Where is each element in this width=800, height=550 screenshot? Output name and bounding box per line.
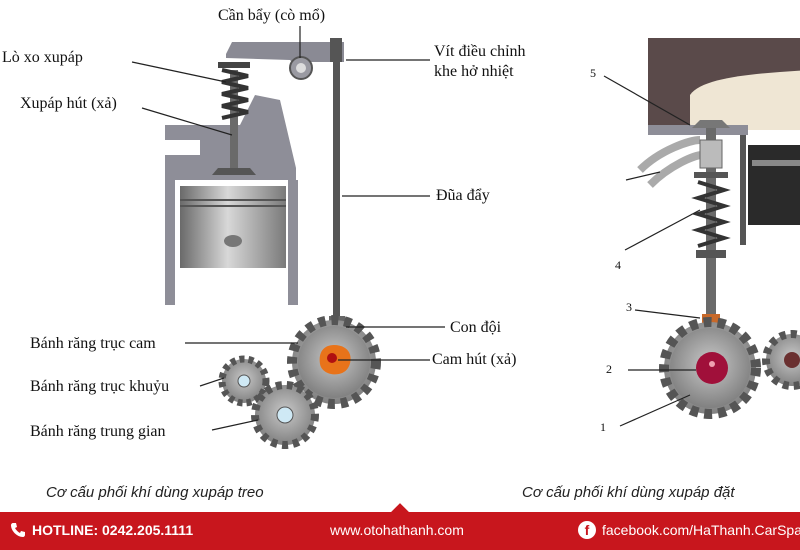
caption-right: Cơ cấu phối khí dùng xupáp đặt (522, 484, 735, 501)
number-label-1: 1 (600, 420, 606, 434)
number-label-4: 4 (615, 258, 621, 272)
label-adjust-screw-1: Vít điều chỉnh (434, 43, 526, 60)
facebook-icon: f (578, 521, 596, 539)
facebook-link[interactable]: f facebook.com/HaThanh.CarSpa (578, 521, 800, 539)
leader-lines-right (603, 75, 701, 427)
side-arrow (625, 171, 661, 181)
label-crankshaft-gear: Bánh răng trục khuỷu (30, 378, 170, 395)
number-label-2: 2 (606, 362, 612, 376)
hotline-text: HOTLINE: 0242.205.1111 (32, 522, 194, 538)
number-label-3: 3 (626, 300, 632, 314)
phone-icon (11, 523, 25, 537)
leader-lines-left (131, 26, 445, 431)
label-valve-spring: Lò xo xupáp (2, 49, 83, 66)
side-valve-block (637, 38, 800, 245)
piston (180, 186, 286, 268)
crankshaft-gear (218, 355, 270, 407)
hotline-link[interactable]: HOTLINE: 0242.205.1111 (10, 522, 193, 538)
idler-gear (251, 381, 319, 449)
side-valve (691, 120, 731, 318)
side-camshaft-gear (659, 317, 761, 419)
rocker-arm (226, 42, 344, 80)
label-intake-valve: Xupáp hút (xả) (20, 95, 117, 112)
caption-left: Cơ cấu phối khí dùng xupáp treo (46, 484, 264, 501)
label-push-rod: Đũa đẩy (436, 187, 490, 204)
label-intake-cam: Cam hút (xả) (432, 351, 517, 368)
intake-valve (212, 70, 256, 175)
label-tappet: Con đội (450, 319, 502, 336)
website-link[interactable]: www.otohathanh.com (330, 522, 464, 538)
number-label-5: 5 (590, 66, 596, 80)
adjust-screw (330, 38, 342, 62)
push-rod (333, 62, 340, 317)
label-camshaft-gear: Bánh răng trục cam (30, 335, 156, 352)
footer-bar: HOTLINE: 0242.205.1111 www.otohathanh.co… (0, 503, 800, 550)
label-adjust-screw-2: khe hở nhiệt (434, 63, 514, 80)
label-rocker-arm: Cần bẩy (cò mổ) (218, 7, 326, 24)
valve-spring (218, 62, 250, 120)
side-crank-gear (762, 330, 800, 390)
label-idler-gear: Bánh răng trung gian (30, 423, 166, 440)
camshaft-gear (287, 315, 381, 409)
facebook-text: facebook.com/HaThanh.CarSpa (602, 522, 800, 538)
